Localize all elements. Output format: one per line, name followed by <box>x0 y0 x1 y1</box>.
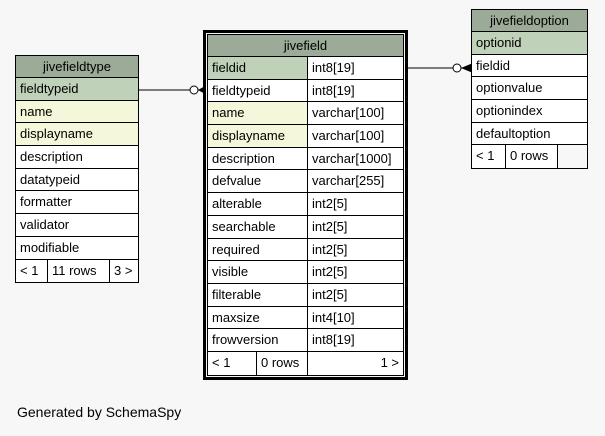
column-row[interactable]: displayname <box>16 123 138 147</box>
column-type: int8[19] <box>307 329 403 351</box>
column-name: optionindex <box>476 103 543 119</box>
column-row[interactable]: required int2[5] <box>208 238 403 262</box>
parents-count[interactable]: < 1 <box>472 145 505 169</box>
table-footer: < 1 0 rows 1 > <box>208 351 403 375</box>
column-name: fieldid <box>208 57 307 79</box>
column-row[interactable]: formatter <box>16 191 138 215</box>
column-type: int2[5] <box>307 215 403 238</box>
column-row[interactable]: searchable int2[5] <box>208 215 403 239</box>
table-title: jivefield <box>208 35 403 57</box>
column-row[interactable]: fieldtypeid int8[19] <box>208 79 403 103</box>
column-row[interactable]: defaultoption <box>472 122 587 146</box>
column-name: name <box>16 100 138 123</box>
column-name: displayname <box>16 123 138 146</box>
children-count[interactable]: 3 > <box>109 259 138 283</box>
table-jivefieldoption[interactable]: jivefieldoption optionid fieldid optionv… <box>471 9 588 170</box>
column-name: optionid <box>472 32 587 54</box>
column-name: modifiable <box>20 239 80 255</box>
edge-field-to-fieldoption <box>405 63 473 73</box>
column-name: fieldtypeid <box>212 82 271 98</box>
column-row[interactable]: name <box>16 100 138 124</box>
column-row[interactable]: modifiable <box>16 236 138 260</box>
column-name: name <box>208 102 307 125</box>
children-count[interactable]: 1 > <box>307 351 403 375</box>
column-type: int4[10] <box>307 306 403 329</box>
column-row[interactable]: fieldtypeid <box>16 78 138 101</box>
column-type: varchar[100] <box>307 125 403 147</box>
column-row[interactable]: validator <box>16 214 138 237</box>
column-row[interactable]: optionid <box>472 32 587 55</box>
column-row[interactable]: filterable int2[5] <box>208 283 403 307</box>
table-title: jivefieldoption <box>472 10 587 32</box>
row-count: 0 rows <box>505 145 557 169</box>
table-footer: < 1 0 rows <box>472 145 587 169</box>
table-jivefieldtype[interactable]: jivefieldtype fieldtypeid name displayna… <box>15 55 139 284</box>
column-type: varchar[100] <box>307 102 403 125</box>
column-name: displayname <box>208 125 307 147</box>
parents-count[interactable]: < 1 <box>16 259 47 283</box>
column-name: formatter <box>20 194 73 210</box>
column-row[interactable]: optionvalue <box>472 77 587 101</box>
column-row[interactable]: alterable int2[5] <box>208 193 403 216</box>
row-count: 11 rows <box>47 259 109 283</box>
column-row[interactable]: optionindex <box>472 100 587 123</box>
column-name: fieldid <box>476 57 510 73</box>
column-name: required <box>212 241 260 257</box>
column-row[interactable]: datatypeid <box>16 168 138 192</box>
column-type: varchar[255] <box>307 170 403 193</box>
column-name: defvalue <box>212 173 262 189</box>
children-count <box>557 145 587 169</box>
parents-count[interactable]: < 1 <box>208 351 256 375</box>
column-type: int2[5] <box>307 283 403 306</box>
column-name: description <box>20 149 83 165</box>
column-row[interactable]: description <box>16 146 138 169</box>
edge-fieldtype-to-field <box>138 85 207 95</box>
column-name: maxsize <box>212 309 260 325</box>
column-name: frowversion <box>212 332 279 348</box>
column-type: int8[19] <box>307 79 403 102</box>
column-name: fieldtypeid <box>16 78 138 100</box>
column-name: datatypeid <box>20 171 80 187</box>
column-type: int2[5] <box>307 193 403 215</box>
table-title: jivefieldtype <box>16 56 138 78</box>
column-type: int2[5] <box>307 238 403 261</box>
column-row[interactable]: fieldid <box>472 54 587 78</box>
column-type: int8[19] <box>307 57 403 79</box>
column-row[interactable]: frowversion int8[19] <box>208 329 403 352</box>
column-row[interactable]: visible int2[5] <box>208 261 403 284</box>
column-type: int2[5] <box>307 261 403 283</box>
column-name: optionvalue <box>476 80 543 96</box>
table-footer: < 1 11 rows 3 > <box>16 259 138 283</box>
column-name: validator <box>20 217 70 233</box>
column-row[interactable]: maxsize int4[10] <box>208 306 403 330</box>
column-type: varchar[1000] <box>307 147 403 170</box>
column-name: visible <box>212 264 249 280</box>
row-count: 0 rows <box>256 351 307 375</box>
column-name: alterable <box>212 196 262 212</box>
column-name: searchable <box>212 218 276 234</box>
generated-by-caption: Generated by SchemaSpy <box>17 404 182 420</box>
column-row[interactable]: defvalue varchar[255] <box>208 170 403 194</box>
column-name: filterable <box>212 286 262 302</box>
column-name: description <box>212 150 275 166</box>
column-name: defaultoption <box>476 125 551 141</box>
column-row[interactable]: description varchar[1000] <box>208 147 403 171</box>
